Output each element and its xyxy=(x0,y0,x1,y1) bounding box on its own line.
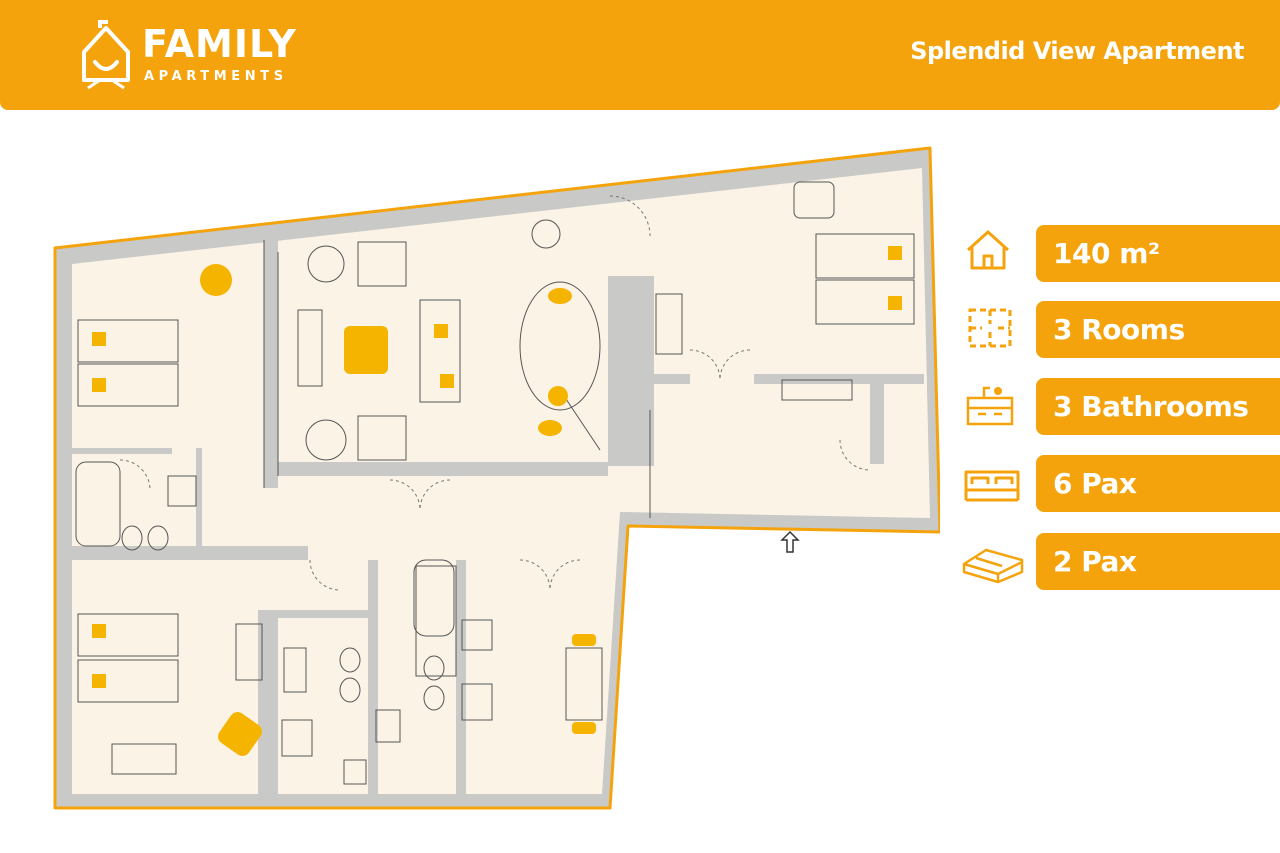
floor-plan xyxy=(53,146,940,810)
header-bar: FAMILY APARTMENTS Splendid View Apartmen… xyxy=(0,0,1280,110)
brand-tagline: APARTMENTS xyxy=(144,69,288,84)
smiling-house-logo-icon xyxy=(82,20,130,90)
living-cushions xyxy=(434,288,572,436)
bathroom-sink-icon xyxy=(966,386,1014,426)
feature-extra-guests: 2 Pax xyxy=(1036,533,1280,590)
feature-area: 140 m² xyxy=(1036,225,1280,282)
pillows xyxy=(92,246,902,688)
house-icon xyxy=(966,230,1010,270)
brand-name: FAMILY xyxy=(142,22,297,66)
bed-bottom-left xyxy=(77,613,263,775)
room-outlines xyxy=(263,240,651,518)
armchair-yellow xyxy=(218,712,262,756)
feature-rooms: 3 Rooms xyxy=(1036,301,1280,358)
kitchen-chairs xyxy=(572,634,596,734)
floorplan-icon xyxy=(968,308,1012,348)
sofa-bed-icon xyxy=(962,548,1024,584)
feature-guests: 6 Pax xyxy=(1036,455,1280,512)
bed-right xyxy=(655,181,915,401)
ottoman-yellow xyxy=(344,326,388,374)
bath-fixtures xyxy=(75,461,445,785)
feature-bathrooms: 3 Bathrooms xyxy=(1036,378,1280,435)
brand-logo[interactable]: FAMILY APARTMENTS xyxy=(78,18,318,90)
floor-area xyxy=(72,168,930,794)
round-stool xyxy=(200,264,232,296)
door-swings xyxy=(119,195,871,591)
interior-walls xyxy=(72,240,924,794)
apartment-title: Splendid View Apartment xyxy=(910,37,1244,65)
bed-icon xyxy=(964,470,1020,502)
entrance-arrow-icon xyxy=(780,530,800,553)
kitchen-units xyxy=(413,559,603,721)
